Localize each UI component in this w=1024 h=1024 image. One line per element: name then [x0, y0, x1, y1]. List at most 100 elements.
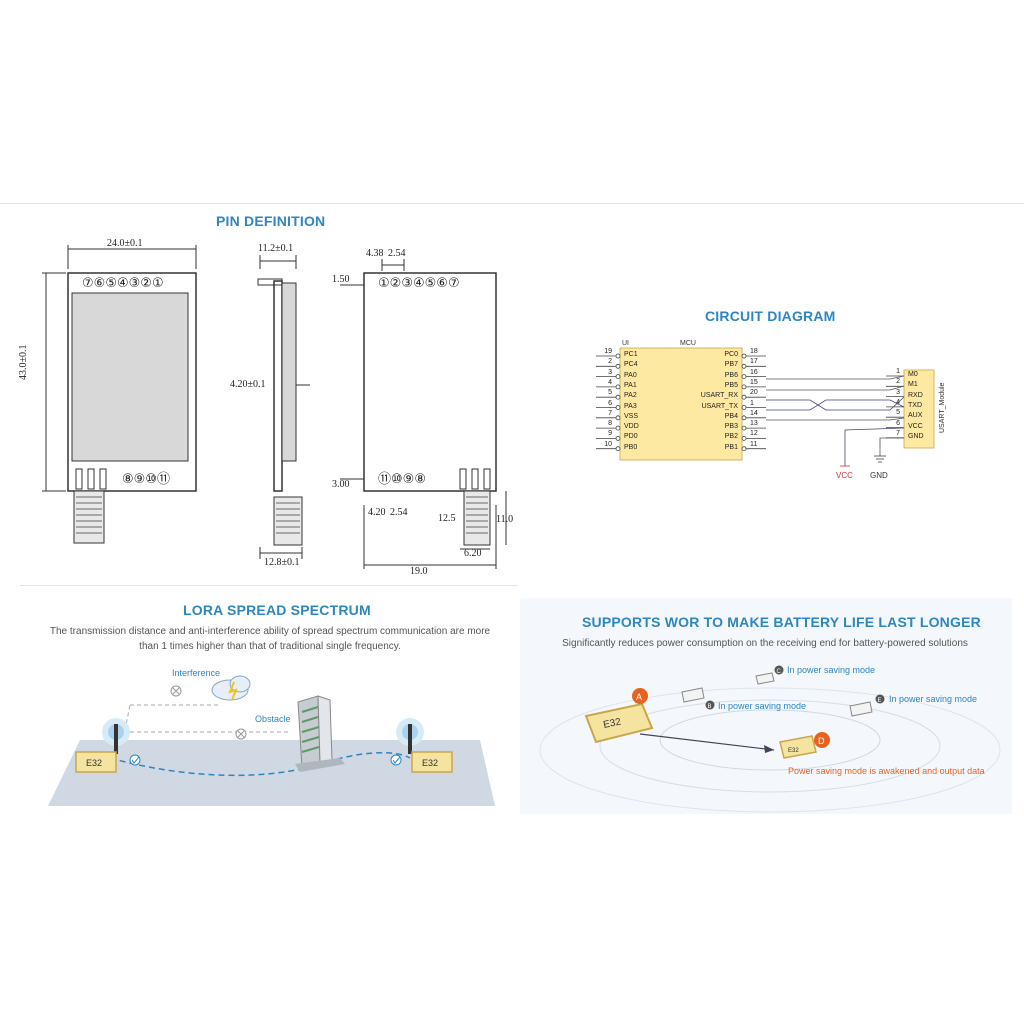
mid-divider [20, 585, 518, 586]
dim-back-pitch-d: 2.54 [390, 507, 408, 518]
mcu-pin-name: PB6 [724, 371, 738, 379]
pin-label: ② [140, 276, 152, 291]
wor-title: SUPPORTS WOR TO MAKE BATTERY LIFE LAST L… [582, 614, 981, 630]
lora-subtitle-1: The transmission distance and anti-inter… [49, 626, 491, 637]
mcu-pin-name: PA3 [624, 402, 637, 410]
pin-dot [741, 415, 747, 421]
dim-side-bottom: 12.8±0.1 [264, 557, 300, 568]
pin-dot [615, 384, 621, 390]
module-back-outline [363, 272, 497, 492]
pin-dot [741, 405, 747, 410]
module-pin-number: 3 [896, 388, 900, 396]
wor-module-d [779, 732, 830, 759]
module-pin-name: M0 [908, 371, 918, 378]
node-d-label: D [818, 736, 825, 746]
mcu-pin-number: 6 [608, 399, 612, 407]
mcu-pin-name: PB5 [724, 381, 738, 389]
front-pins-top: ⑦⑥⑤④③②① [82, 276, 164, 291]
pin-label: ① [378, 276, 390, 291]
mcu-pin-number: 7 [608, 409, 612, 417]
mcu-pin-number: 15 [750, 378, 758, 386]
pin-label: ④ [412, 276, 425, 291]
pin-dot [615, 374, 621, 379]
wor-subtitle: Significantly reduces power consumption … [562, 638, 968, 649]
module-pin-name: RXD [908, 391, 923, 399]
node-c-label: C [777, 669, 782, 675]
pin-label: ⑧ [122, 472, 134, 487]
top-divider [0, 203, 1024, 204]
pin-label: ③ [401, 276, 413, 291]
label-e: In power saving mode [889, 694, 977, 704]
pin-label: ⑥ [93, 276, 106, 291]
lora-subtitle-2: than 1 times higher than that of traditi… [139, 641, 401, 652]
pin-label: ⑨ [133, 472, 146, 487]
mcu-pin-number: 9 [608, 430, 612, 438]
label-c: In power saving mode [787, 665, 875, 675]
mcu-pin-number: 14 [750, 409, 758, 417]
vcc-label: VCC [836, 471, 853, 480]
front-pins-bottom: ⑧⑨⑩⑪ [122, 468, 170, 487]
pin-label: ① [151, 276, 164, 291]
dim-width-front: 24.0±0.1 [107, 238, 143, 249]
dim-side-thick: 4.20±0.1 [230, 379, 266, 390]
mcu-pin-number: 17 [750, 358, 758, 366]
pin-dot [615, 425, 621, 431]
mcu-pin-name: VDD [624, 423, 639, 431]
pin-dot [615, 415, 621, 421]
wor-module-e [849, 694, 885, 717]
cloud-icon [211, 675, 251, 701]
wor-module-b [681, 687, 715, 710]
pin-dot [741, 394, 747, 400]
mcu-pin-number: 3 [608, 368, 612, 376]
mcu-pin-name: PA1 [624, 381, 637, 389]
mcu-pin-number: 20 [750, 389, 758, 397]
wor-module-a [584, 688, 654, 744]
mcu-pin-number: 19 [604, 348, 612, 355]
mcu-pin-number: 18 [750, 348, 758, 355]
module-pin-number: 5 [896, 409, 900, 417]
mcu-pin-number: 4 [608, 378, 612, 386]
pin-label: ⑪ [156, 472, 170, 487]
dim-ant-width: 6.20 [464, 548, 482, 559]
ui-label: UI [622, 340, 629, 347]
dim-ant-len: 12.5 [438, 513, 456, 524]
module-right-label: E32 [422, 758, 438, 768]
pin-label: ⑧ [414, 472, 426, 487]
pin-dot [615, 363, 621, 369]
lora-illustration: Interference Obstacle E32 E32 [48, 668, 495, 806]
mcu-pin-number: 13 [750, 420, 758, 428]
mcu-pin-name: USART_TX [701, 402, 738, 410]
pin-label: ⑤ [424, 276, 437, 291]
mcu-pin-number: 12 [750, 430, 758, 438]
lora-title: LORA SPREAD SPECTRUM [183, 602, 371, 618]
mcu-pin-name: PB4 [724, 412, 738, 420]
mcu-pin-number: 16 [750, 368, 758, 376]
lora-module-left [75, 718, 130, 773]
pin-dot [615, 405, 621, 410]
mcu-pin-number: 5 [608, 389, 612, 397]
gnd-label: GND [870, 471, 888, 480]
pin-label: ⑪ [378, 472, 392, 487]
module-pin-name: M1 [908, 381, 918, 389]
dim-side-top: 11.2±0.1 [258, 243, 294, 254]
module-pin-number: 7 [896, 429, 900, 437]
pin-label: ⑩ [145, 472, 157, 487]
mcu-pin-name: PB0 [624, 443, 638, 451]
mcu-pin-name: PB3 [724, 423, 738, 431]
dim-back-pitch-c: 4.20 [368, 507, 386, 518]
module-pin-name: AUX [908, 412, 923, 420]
sma-connector-front [73, 490, 105, 544]
pin-dot [741, 353, 747, 359]
mcu-pin-number: 1 [750, 399, 754, 407]
dim-back-pitch-a: 4.38 [366, 248, 384, 259]
dim-height-front: 43.0±0.1 [18, 344, 29, 381]
mcu-pin-number: 8 [608, 420, 612, 428]
pin-definition-title: PIN DEFINITION [216, 213, 326, 229]
module-d-label: E32 [788, 748, 799, 754]
wor-illustration: A D B C E E32 E32 In power saving mode I… [539, 665, 1001, 813]
pin-label: ③ [128, 276, 141, 291]
mcu-pin-name: PB2 [724, 433, 738, 441]
mcu-pin-name: PB1 [724, 443, 738, 451]
mcu-pin-number: 10 [604, 440, 612, 448]
